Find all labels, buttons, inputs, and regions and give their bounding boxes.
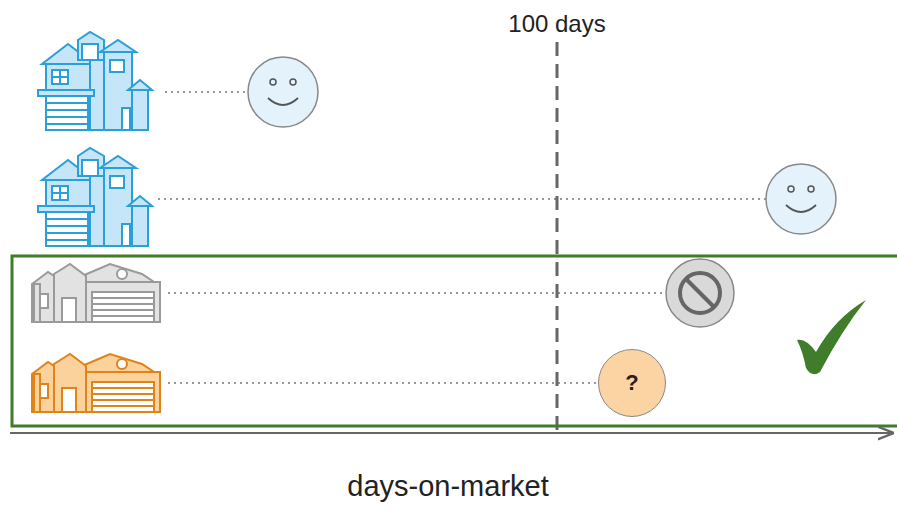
unknown-outcome-circle: ? (598, 349, 666, 417)
house-icon (38, 32, 152, 130)
node-text: ? (625, 372, 638, 394)
threshold-line (556, 42, 559, 432)
withdrawn-symbol (666, 259, 734, 327)
sold-smiley (766, 164, 836, 234)
group-box (12, 256, 897, 426)
axis-title: days-on-market (347, 470, 548, 503)
time-axis (10, 432, 892, 434)
timeline (158, 92, 766, 383)
checkmark (797, 300, 866, 374)
house-icon (38, 148, 152, 246)
threshold-label: 100 days (508, 10, 605, 38)
house-icon (32, 354, 160, 412)
sold-smiley (248, 57, 318, 127)
house-icon (32, 264, 160, 322)
